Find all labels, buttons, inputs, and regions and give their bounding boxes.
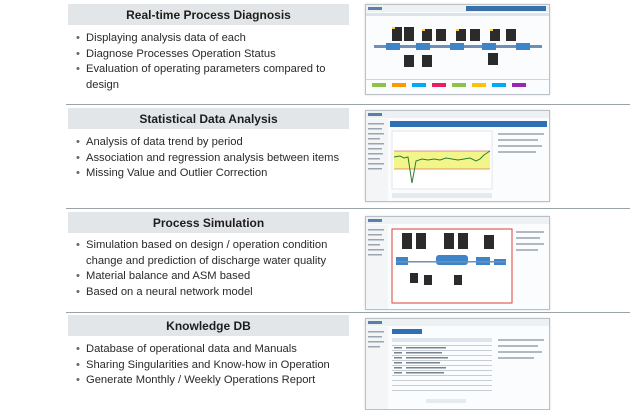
bullet-list: Displaying analysis data of each Diagnos…	[76, 31, 354, 94]
section-title: Real-time Process Diagnosis	[126, 7, 291, 22]
bullet-item: Association and regression analysis betw…	[76, 151, 354, 167]
section-title: Knowledge DB	[166, 318, 251, 333]
section-title: Statistical Data Analysis	[139, 111, 278, 126]
trend-chart-screenshot	[365, 110, 550, 202]
knowledge-db-screenshot	[365, 318, 550, 410]
bullet-item: Displaying analysis data of each	[76, 31, 354, 47]
bullet-item: Missing Value and Outlier Correction	[76, 166, 354, 182]
bullet-item: Based on a neural network model	[76, 285, 354, 301]
section-divider	[66, 312, 630, 313]
process-diagnosis-screenshot	[365, 4, 550, 95]
section-divider	[66, 104, 630, 105]
bullet-item: Diagnose Processes Operation Status	[76, 47, 354, 63]
section-header: Statistical Data Analysis	[68, 108, 349, 129]
bullet-item: Generate Monthly / Weekly Operations Rep…	[76, 373, 354, 389]
bullet-item: Sharing Singularities and Know-how in Op…	[76, 358, 354, 374]
section-divider	[66, 208, 630, 209]
section-header: Process Simulation	[68, 212, 349, 233]
process-simulation-screenshot	[365, 216, 550, 310]
section-title: Process Simulation	[152, 215, 265, 230]
bullet-item: Database of operational data and Manuals	[76, 342, 354, 358]
section-header: Knowledge DB	[68, 315, 349, 336]
bullet-item: Simulation based on design / operation c…	[76, 238, 354, 269]
bullet-list: Simulation based on design / operation c…	[76, 238, 354, 301]
bullet-item: Evaluation of operating parameters compa…	[76, 62, 354, 93]
bullet-item: Analysis of data trend by period	[76, 135, 354, 151]
bullet-list: Database of operational data and Manuals…	[76, 342, 354, 389]
bullet-list: Analysis of data trend by period Associa…	[76, 135, 354, 182]
bullet-item: Material balance and ASM based	[76, 269, 354, 285]
section-header: Real-time Process Diagnosis	[68, 4, 349, 25]
